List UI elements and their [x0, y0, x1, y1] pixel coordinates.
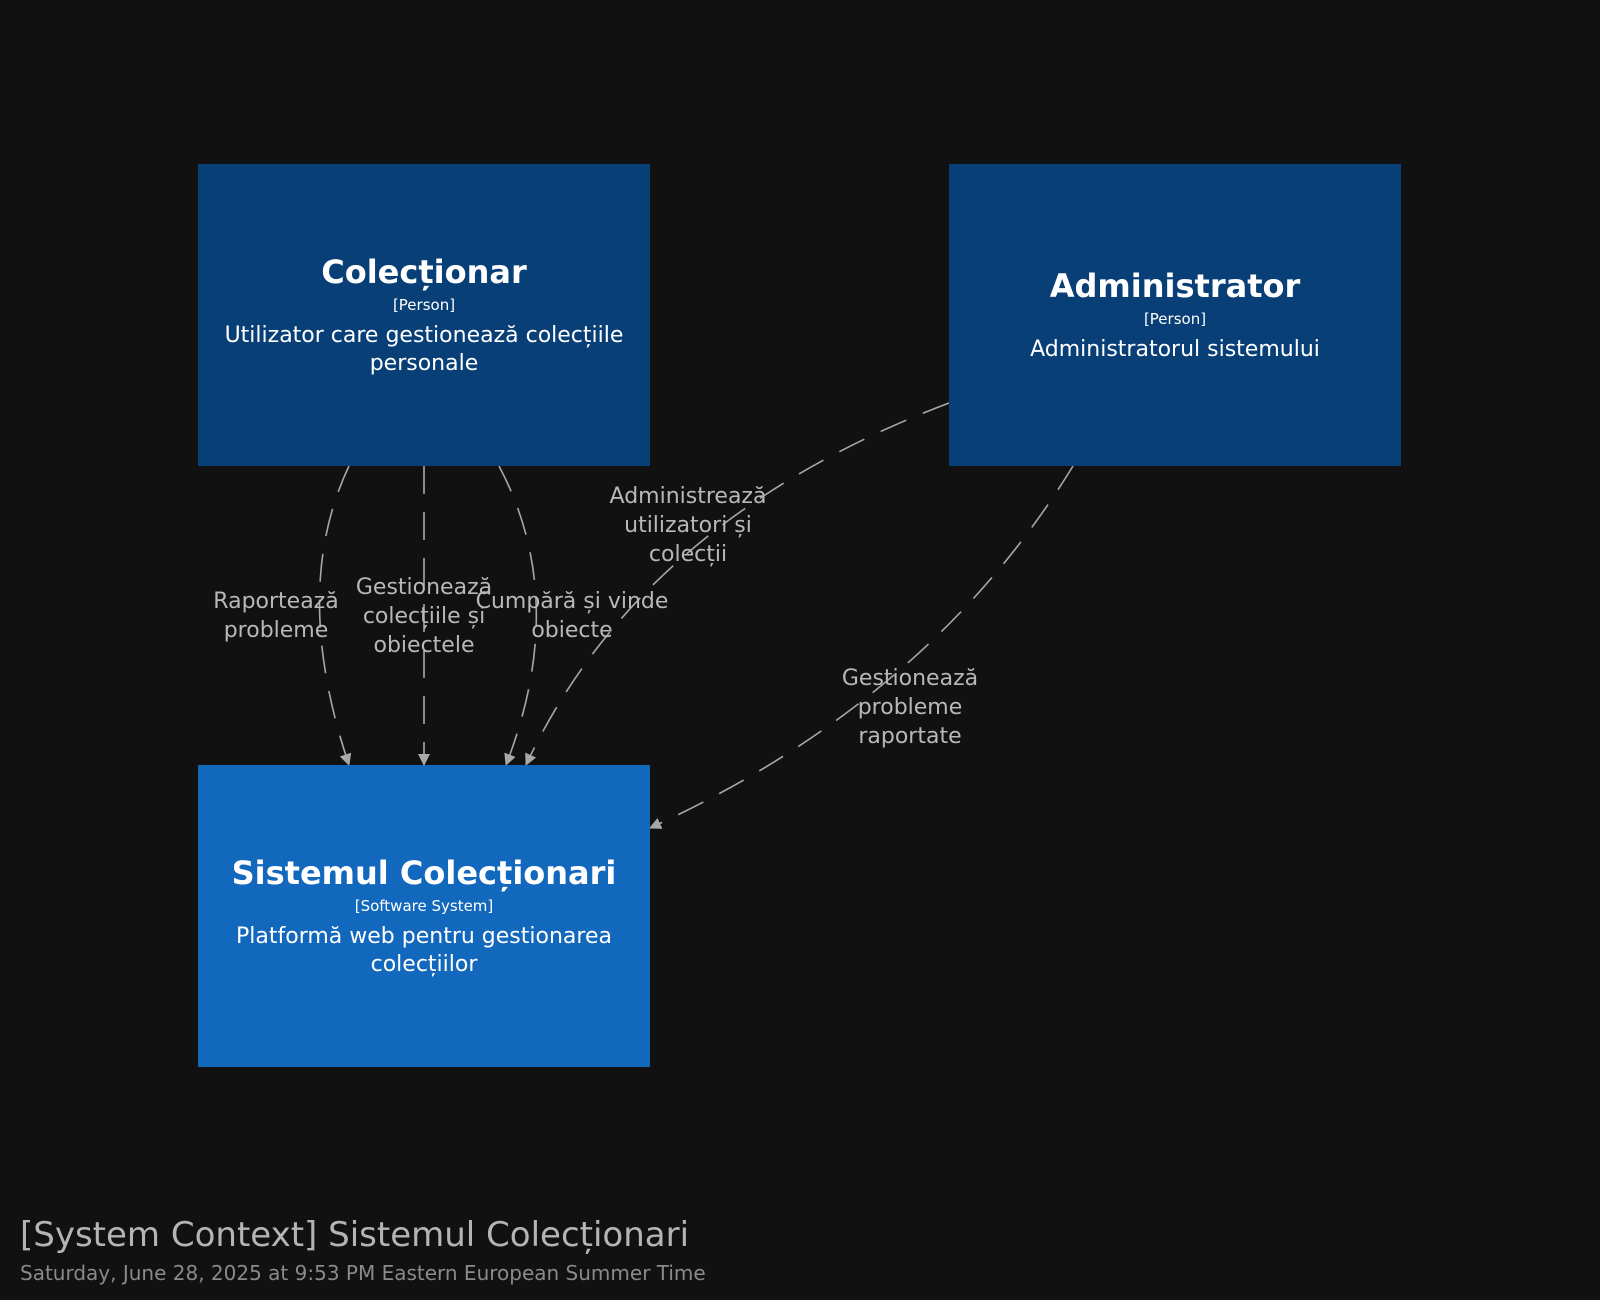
edge-label-manages-problems: Gestionează probleme raportate [841, 666, 979, 749]
element-description: Administratorul sistemului [1030, 337, 1320, 362]
element-collector[interactable]: Colecționar [Person] Utilizator care ges… [198, 164, 650, 466]
element-type: [Person] [1143, 310, 1207, 328]
element-name: Administrator [1049, 267, 1301, 305]
diagram-date: Saturday, June 28, 2025 at 9:53 PM Easte… [20, 1261, 706, 1285]
element-name: Sistemul Colecționari [231, 854, 617, 892]
element-description: Platformă web pentru gestionarea colecți… [236, 924, 612, 977]
element-name: Colecționar [321, 253, 527, 291]
edge-label-buys-sells: Cumpără și vinde obiecte [475, 589, 669, 643]
edge-reports-problems [318, 465, 352, 766]
diagram-title: [System Context] Sistemul Colecționari [20, 1215, 690, 1255]
edge-label-reports-problems: Raportează probleme [213, 589, 339, 643]
edge-buys-sells [498, 465, 538, 766]
edge-manages-problems [649, 465, 1074, 829]
element-admin[interactable]: Administrator [Person] Administratorul s… [949, 164, 1401, 466]
edge-administers [525, 402, 950, 766]
edge-label-manages-collections: Gestionează colecțiile și obiectele [355, 575, 493, 658]
element-system[interactable]: Sistemul Colecționari [Software System] … [198, 765, 650, 1067]
element-type: [Person] [392, 296, 456, 314]
element-type: [Software System] [354, 897, 494, 915]
edge-label-administers: Administrează utilizatori și colecții [609, 484, 767, 567]
element-description: Utilizator care gestionează colecțiile p… [224, 323, 624, 376]
